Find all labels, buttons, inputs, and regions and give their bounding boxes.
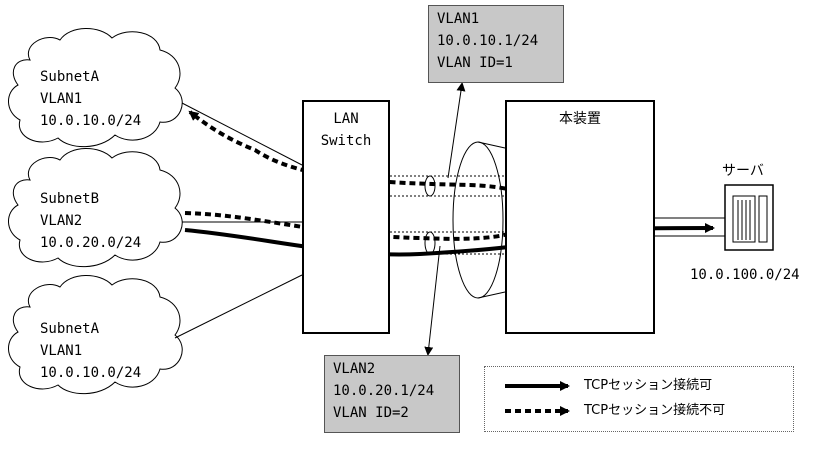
cloud-label-subnet-b: SubnetB VLAN2 10.0.20.0/24 <box>40 191 142 251</box>
legend <box>484 366 794 432</box>
server-label: サーバ <box>722 163 764 179</box>
legend-allowed-label: TCPセッション接続可 <box>584 378 713 393</box>
cloud-label-subnet-a-top: SubnetA VLAN1 10.0.10.0/24 <box>40 69 142 129</box>
main-device-label: 本装置 <box>559 111 601 127</box>
cloud-label-subnet-a-bottom: SubnetA VLAN1 10.0.10.0/24 <box>40 321 142 381</box>
lan-switch: LAN Switch <box>302 100 390 334</box>
server-subnet-label: 10.0.100.0/24 <box>690 267 800 283</box>
vlan1-callout: VLAN1 10.0.10.1/24 VLAN ID=1 <box>428 5 564 83</box>
lan-switch-label: LAN Switch <box>320 111 372 149</box>
main-device: 本装置 <box>505 100 655 334</box>
cloud-subnet-a-bottom <box>8 275 183 395</box>
cloud-subnet-a-top <box>8 28 183 148</box>
legend-not-allowed-label: TCPセッション接続不可 <box>584 403 726 418</box>
vlan2-callout: VLAN2 10.0.20.1/24 VLAN ID=2 <box>324 355 460 433</box>
cloud-subnet-b <box>8 148 183 268</box>
